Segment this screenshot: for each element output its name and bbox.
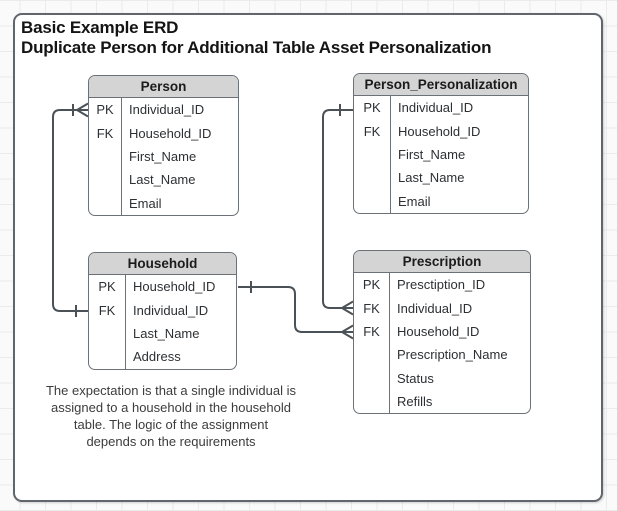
entity-person-personalization-title: Person_Personalization <box>354 74 528 96</box>
field-cell: Presctiption_ID <box>397 277 486 293</box>
field-cell: Household_ID <box>397 323 480 339</box>
entity-household-title: Household <box>89 253 236 275</box>
entity-household[interactable]: Household PK Household_ID FK Individual_… <box>88 252 237 370</box>
field-cell: Email <box>129 195 162 211</box>
key-cell <box>89 144 122 169</box>
entity-prescription-title: Prescription <box>354 251 530 273</box>
key-cell: FK <box>354 119 391 143</box>
key-cell <box>354 166 391 190</box>
field-cell: Individual_ID <box>129 102 205 118</box>
field-cell: Last_Name <box>398 170 465 186</box>
key-cell: PK <box>89 275 126 299</box>
title-line-2: Duplicate Person for Additional Table As… <box>21 38 492 57</box>
key-cell <box>89 345 126 369</box>
key-cell <box>354 189 391 213</box>
key-cell <box>354 366 390 390</box>
key-cell: FK <box>354 296 390 320</box>
field-cell: Individual_ID <box>397 300 473 316</box>
note-line: The expectation is that a single individ… <box>45 383 297 398</box>
field-cell: Household_ID <box>398 123 481 139</box>
entity-prescription[interactable]: Prescription PK Presctiption_ID FK Indiv… <box>353 250 531 415</box>
note-line: depends on the requirements <box>86 434 256 449</box>
key-cell: PK <box>354 273 390 297</box>
note-line: table. The logic of the assignment <box>73 417 269 432</box>
note-line: assigned to a household in the household <box>51 400 291 415</box>
title-line-1: Basic Example ERD <box>21 18 179 37</box>
key-cell <box>89 321 126 346</box>
field-cell: Household_ID <box>129 125 212 141</box>
field-cell: Refills <box>397 394 433 410</box>
field-cell: Address <box>133 349 181 365</box>
field-cell: Prescription_Name <box>397 347 508 363</box>
entity-person[interactable]: Person PK Individual_ID FK Household_ID … <box>88 75 239 216</box>
key-cell <box>89 168 122 192</box>
field-cell: Email <box>398 193 431 209</box>
entity-person-personalization[interactable]: Person_Personalization PK Individual_ID … <box>353 73 529 214</box>
expectation-note: The expectation is that a single individ… <box>18 382 324 450</box>
key-cell: FK <box>89 121 122 145</box>
field-cell: Individual_ID <box>133 302 209 318</box>
entity-person-title: Person <box>89 76 238 98</box>
diagram-title: Basic Example ERD Duplicate Person for A… <box>21 18 491 58</box>
field-cell: Household_ID <box>133 279 216 295</box>
key-cell: FK <box>354 319 390 344</box>
key-cell <box>354 343 390 367</box>
key-cell: FK <box>89 298 126 322</box>
field-cell: Last_Name <box>129 172 196 188</box>
field-cell: First_Name <box>129 148 197 164</box>
key-cell <box>354 389 390 414</box>
field-cell: First_Name <box>398 146 466 162</box>
key-cell <box>354 142 391 167</box>
key-cell <box>89 191 122 215</box>
key-cell: PK <box>89 98 122 122</box>
field-cell: Individual_ID <box>398 100 474 116</box>
field-cell: Last_Name <box>133 325 200 341</box>
field-cell: Status <box>397 370 434 386</box>
key-cell: PK <box>354 96 391 120</box>
